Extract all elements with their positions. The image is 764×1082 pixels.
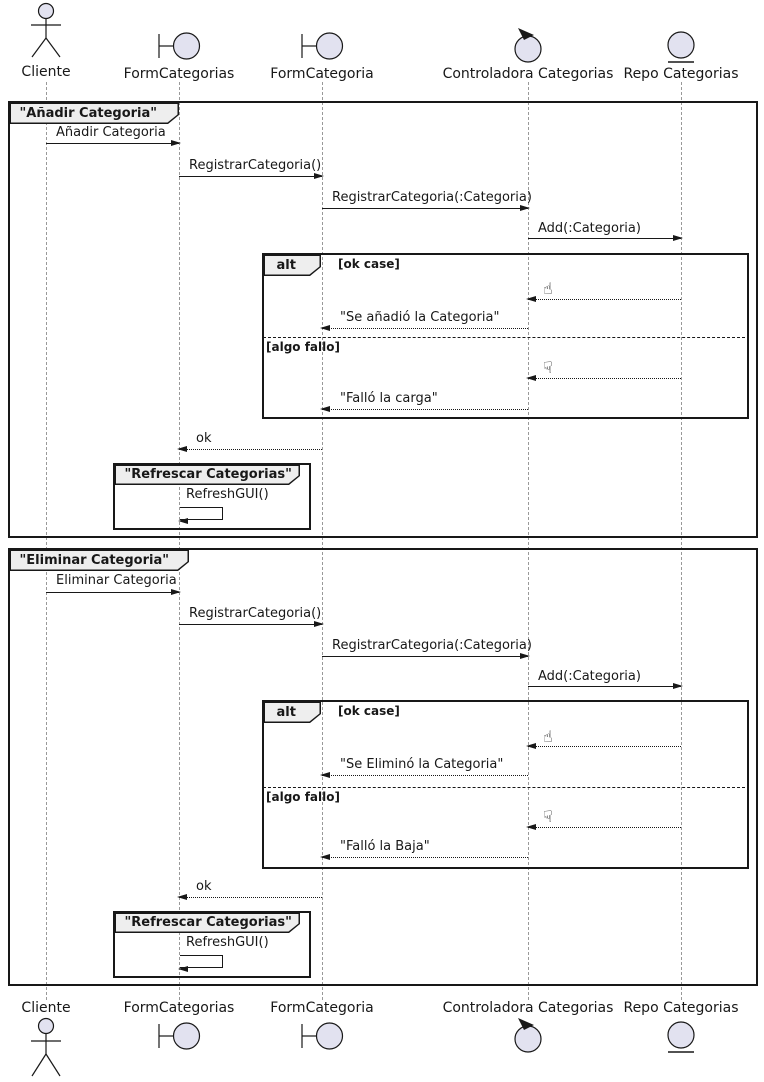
message-registrar-label: RegistrarCategoria() xyxy=(189,606,322,621)
thumb-down-icon: ☟ xyxy=(543,807,553,826)
lifeline-controladora xyxy=(528,82,529,1000)
boundary-icon xyxy=(299,1020,345,1054)
message-add-arrow xyxy=(528,235,683,241)
message-thumb-down-arrow xyxy=(526,824,681,830)
message-request-arrow xyxy=(46,589,181,595)
frame-anadir-categoria xyxy=(8,101,758,538)
alt-operator-tab: alt xyxy=(263,254,321,276)
guard-ok-case: [ok case] xyxy=(338,257,400,271)
message-ok-arrow xyxy=(177,446,322,452)
frame-title-tab: "Eliminar Categoria" xyxy=(9,549,189,571)
refresh-frame-title-tab: "Refrescar Categorias" xyxy=(114,464,300,485)
refresh-frame-title-tab: "Refrescar Categorias" xyxy=(114,912,300,933)
message-registrar-arrow xyxy=(179,173,324,179)
frame-title: "Añadir Categoria" xyxy=(19,105,158,121)
lifeline-formcategoria xyxy=(322,82,323,1000)
entity-icon xyxy=(665,30,697,66)
refresh-frame-title: "Refrescar Categorias" xyxy=(124,915,292,930)
message-registrar-param-arrow xyxy=(322,205,530,211)
alt-frame xyxy=(262,700,749,869)
message-refreshgui-label: RefreshGUI() xyxy=(186,487,269,502)
message-thumb-up-arrow xyxy=(526,296,681,302)
message-success-label: "Se Eliminó la Categoria" xyxy=(340,757,504,772)
self-message-arrow xyxy=(178,507,223,524)
thumb-up-icon: ☝ xyxy=(543,727,553,746)
frame-title-tab: "Añadir Categoria" xyxy=(9,102,179,124)
message-ok-label: ok xyxy=(196,879,212,894)
message-failure-label: "Falló la Baja" xyxy=(340,839,430,854)
guard-algo-fallo: [algo fallo] xyxy=(266,790,340,804)
alt-frame xyxy=(262,253,749,419)
message-add-arrow xyxy=(528,683,683,689)
message-failure-label: "Falló la carga" xyxy=(340,391,438,406)
guard-ok-case: [ok case] xyxy=(338,704,400,718)
participant-label-formcategorias: FormCategorias xyxy=(123,66,235,82)
message-ok-label: ok xyxy=(196,431,212,446)
refresh-frame-title: "Refrescar Categorias" xyxy=(124,467,292,482)
lifeline-repo xyxy=(681,82,682,1000)
message-registrar-arrow xyxy=(179,621,324,627)
message-thumb-down-arrow xyxy=(526,375,681,381)
alt-operator-tab: alt xyxy=(263,701,321,723)
entity-icon xyxy=(665,1020,697,1056)
guard-algo-fallo: [algo fallo] xyxy=(266,340,340,354)
participant-label-controladora: Controladora Categorias xyxy=(442,1000,614,1016)
control-icon xyxy=(512,26,544,64)
message-request-arrow xyxy=(46,140,181,146)
message-thumb-up-arrow xyxy=(526,743,681,749)
control-icon xyxy=(512,1016,544,1054)
alt-operator-label: alt xyxy=(276,257,296,273)
actor-icon xyxy=(28,1016,64,1080)
thumb-up-icon: ☝ xyxy=(543,279,553,298)
participant-label-repo: Repo Categorias xyxy=(623,1000,739,1016)
participant-label-cliente: Cliente xyxy=(21,1000,71,1016)
participant-label-repo: Repo Categorias xyxy=(623,66,739,82)
alt-divider xyxy=(263,337,745,338)
lifeline-formcategorias xyxy=(179,82,180,1000)
message-add-label: Add(:Categoria) xyxy=(538,221,641,236)
self-message-arrow xyxy=(178,955,223,972)
frame-title: "Eliminar Categoria" xyxy=(19,552,170,568)
message-refreshgui-label: RefreshGUI() xyxy=(186,935,269,950)
alt-divider xyxy=(263,787,745,788)
message-request-label: Añadir Categoria xyxy=(56,125,166,140)
message-request-label: Eliminar Categoria xyxy=(56,573,177,588)
message-registrar-param-label: RegistrarCategoria(:Categoria) xyxy=(332,190,532,205)
message-success-label: "Se añadió la Categoria" xyxy=(340,310,500,325)
thumb-down-icon: ☟ xyxy=(543,358,553,377)
boundary-icon xyxy=(156,30,202,64)
message-registrar-param-label: RegistrarCategoria(:Categoria) xyxy=(332,638,532,653)
message-ok-arrow xyxy=(177,894,322,900)
message-registrar-param-arrow xyxy=(322,653,530,659)
frame-eliminar-categoria xyxy=(8,548,758,986)
participant-label-formcategorias: FormCategorias xyxy=(123,1000,235,1016)
lifeline-cliente xyxy=(46,82,47,1000)
participant-label-controladora: Controladora Categorias xyxy=(442,66,614,82)
message-failure-arrow xyxy=(320,406,528,412)
message-success-arrow xyxy=(320,772,528,778)
message-registrar-label: RegistrarCategoria() xyxy=(189,158,322,173)
boundary-icon xyxy=(299,30,345,64)
actor-icon xyxy=(28,2,64,62)
alt-operator-label: alt xyxy=(276,704,296,720)
participant-label-formcategoria: FormCategoria xyxy=(270,66,374,82)
participant-label-formcategoria: FormCategoria xyxy=(270,1000,374,1016)
message-failure-arrow xyxy=(320,854,528,860)
boundary-icon xyxy=(156,1020,202,1054)
message-add-label: Add(:Categoria) xyxy=(538,669,641,684)
participant-label-cliente: Cliente xyxy=(21,64,71,80)
message-success-arrow xyxy=(320,325,528,331)
